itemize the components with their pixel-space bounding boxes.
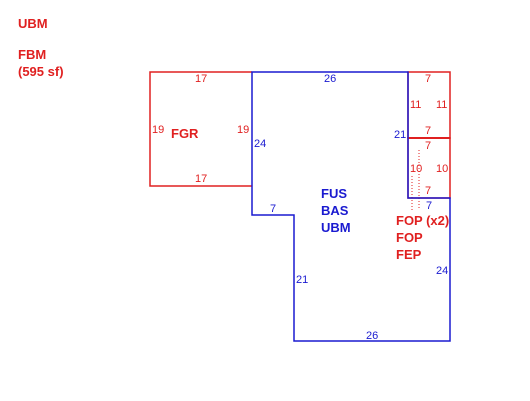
garage-dim-right: 19 xyxy=(237,124,249,136)
porch-section: 7 11 11 7 7 10 10 7 FOP (x2) FOP FEP xyxy=(396,71,451,262)
house-label-1: FUS xyxy=(321,186,347,201)
porch-bottom-dim-right: 10 xyxy=(436,163,448,175)
house-outline xyxy=(251,71,451,342)
porch-top-dim-top: 7 xyxy=(425,73,431,85)
garage-section: FGR 17 17 19 19 xyxy=(149,71,252,187)
house-dim-left-upper: 24 xyxy=(254,138,266,150)
porch-label-1: FOP (x2) xyxy=(396,213,449,228)
porch-label-2: FOP xyxy=(396,230,423,245)
garage-outline xyxy=(149,71,252,187)
porch-label-3: FEP xyxy=(396,247,422,262)
house-dim-porch-side: 21 xyxy=(394,129,406,141)
house-section: 26 24 7 21 26 24 21 7 FUS BAS UBM xyxy=(251,71,451,342)
house-dim-right-lower: 24 xyxy=(436,265,448,277)
header-line-3: (595 sf) xyxy=(18,64,64,79)
house-dim-bottom: 26 xyxy=(366,330,378,342)
header-line-1: UBM xyxy=(18,16,48,31)
garage-dim-left: 19 xyxy=(152,124,164,136)
porch-dim-below: 7 xyxy=(426,200,432,212)
header-line-2: FBM xyxy=(18,47,46,62)
garage-label: FGR xyxy=(171,126,199,141)
house-label-3: UBM xyxy=(321,220,351,235)
porch-bottom-dim-top: 7 xyxy=(425,140,431,152)
porch-bottom-dim-bottom: 7 xyxy=(425,185,431,197)
porch-top-dim-left: 11 xyxy=(410,99,421,111)
house-dim-top: 26 xyxy=(324,73,336,85)
porch-top-dim-right: 11 xyxy=(436,99,447,111)
garage-dim-top: 17 xyxy=(195,73,207,85)
porch-bottom-dim-left: 10 xyxy=(410,163,422,175)
house-dim-left-lower: 21 xyxy=(296,274,308,286)
house-dim-step: 7 xyxy=(270,203,276,215)
porch-top-dim-bottom: 7 xyxy=(425,125,431,137)
garage-dim-bottom: 17 xyxy=(195,173,207,185)
house-label-2: BAS xyxy=(321,203,349,218)
